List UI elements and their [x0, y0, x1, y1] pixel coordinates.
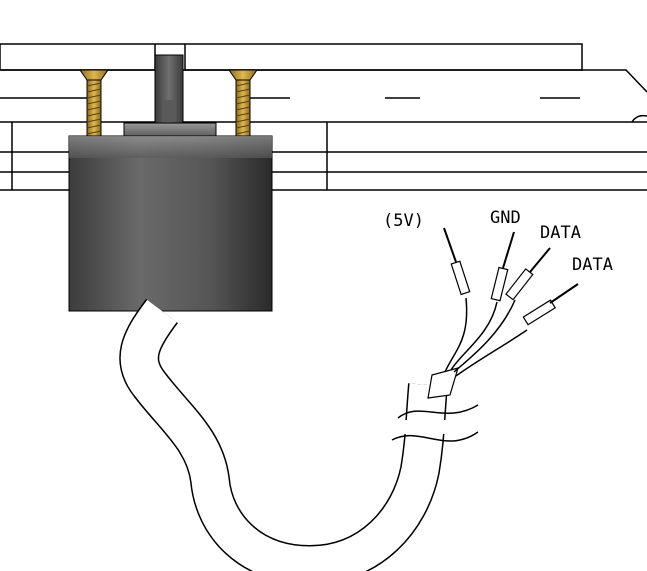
label-data-2: DATA: [572, 255, 613, 275]
connector-pin-data2-icon: [522, 283, 579, 326]
encoder-collar: [123, 122, 217, 138]
label-data-1: DATA: [540, 223, 581, 243]
connector-pin-data1-icon: [505, 247, 551, 301]
label-5v: (5V): [383, 211, 424, 231]
wires: [444, 297, 528, 377]
mounting-screw-left: [79, 69, 109, 137]
mounting-screw-right: [228, 69, 258, 137]
rotary-encoder-icon: [68, 135, 273, 312]
label-gnd: GND: [490, 208, 521, 228]
cable: [119, 298, 479, 571]
connector-pin-gnd-icon: [490, 231, 515, 302]
encoder-shaft: [154, 54, 184, 126]
connector-pin-5v-icon: [443, 227, 471, 296]
